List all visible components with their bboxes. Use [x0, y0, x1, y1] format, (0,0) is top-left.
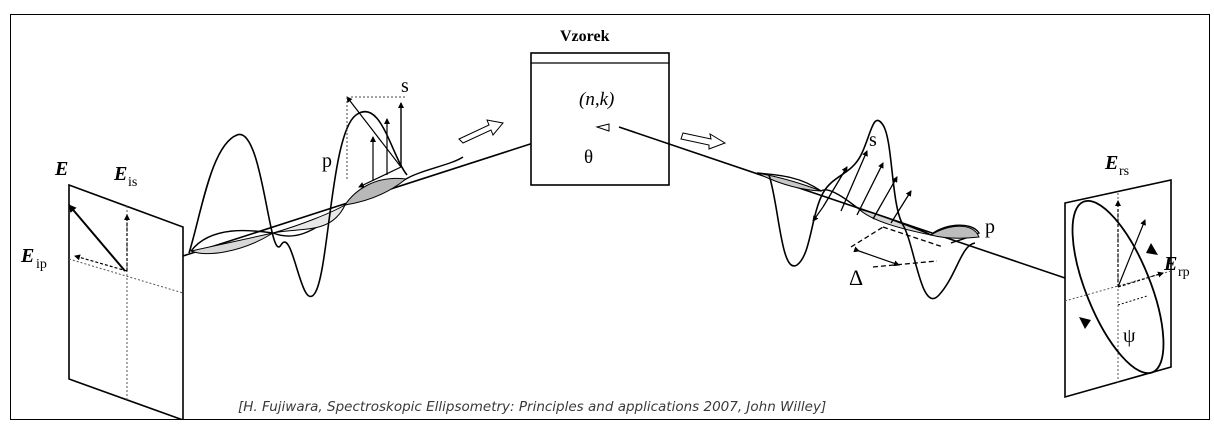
- reflected-direction-arrow: [680, 132, 727, 150]
- reflected-p-wave: [756, 172, 980, 244]
- incident-direction-arrow: [458, 119, 504, 144]
- svg-text:rp: rp: [1178, 265, 1190, 280]
- optical-constants-label: (n,k): [579, 89, 614, 110]
- svg-text:E: E: [1104, 152, 1118, 174]
- incident-p-wave: [189, 156, 464, 255]
- incident-s-wave: [188, 111, 408, 298]
- svg-text:E: E: [20, 245, 34, 267]
- incident-e-label: E: [54, 158, 68, 180]
- figure-caption: [H. Fujiwara, Spectroskopic Ellipsometry…: [238, 399, 826, 415]
- incident-e-vector: [68, 204, 126, 272]
- phase-difference-label: Δ: [849, 265, 863, 290]
- incident-p-label: p: [322, 150, 332, 172]
- reflected-e-vector: [1117, 219, 1146, 288]
- svg-text:rs: rs: [1119, 164, 1129, 179]
- svg-text:E: E: [1163, 253, 1177, 275]
- svg-text:ip: ip: [36, 257, 47, 272]
- reflected-beam: [618, 126, 1066, 279]
- ellipsometry-figure: Vzorek (n,k) θ E E is E ip s p s p Δ E r…: [10, 14, 1210, 420]
- incident-s-label: s: [401, 75, 409, 97]
- svg-text:is: is: [128, 175, 137, 190]
- amplitude-ratio-label: ψ: [1123, 325, 1136, 347]
- incident-ep-label: E ip: [20, 245, 47, 272]
- angle-of-incidence-label: θ: [584, 147, 593, 168]
- reflected-polarization-plane: [1064, 179, 1172, 399]
- reflected-p-label: p: [985, 216, 995, 238]
- incident-ep-arrow: [74, 254, 128, 272]
- reflected-ep-label: E rp: [1163, 253, 1190, 280]
- sample-title: Vzorek: [560, 28, 610, 45]
- reflected-field-arrows: [812, 150, 912, 224]
- ellipsometry-diagram: Vzorek (n,k) θ E E is E ip s p s p Δ E r…: [20, 28, 1190, 419]
- polarization-ellipse: [1071, 199, 1165, 375]
- svg-text:E: E: [113, 163, 127, 185]
- sample-box: [530, 52, 670, 186]
- reflected-s-label: s: [869, 129, 877, 151]
- reflected-s-wave: [768, 119, 976, 300]
- phase-difference-marker: [850, 226, 944, 268]
- incident-field-arrows: [346, 96, 407, 188]
- reflected-es-label: E rs: [1104, 152, 1129, 179]
- incident-es-label: E is: [113, 163, 137, 190]
- incident-polarization-plane: [68, 183, 184, 419]
